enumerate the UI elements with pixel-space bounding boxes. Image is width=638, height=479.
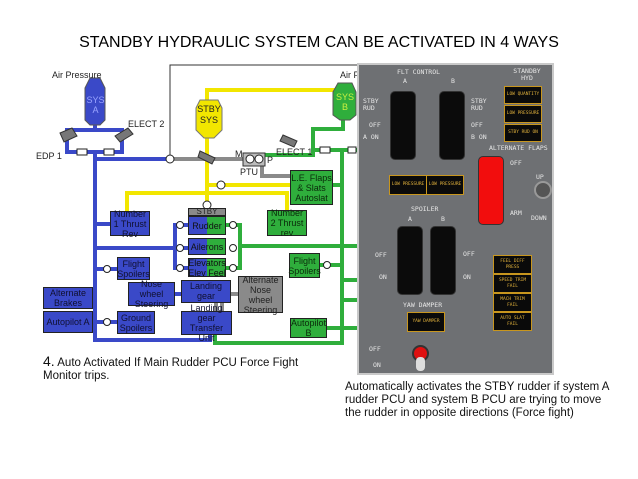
ptu-label: PTU (240, 167, 258, 177)
speed-trim-fail-light: SPEED TRIM FAIL (493, 274, 532, 293)
up-label: UP (536, 173, 544, 181)
stby-sys-tank (195, 99, 223, 139)
b-on-label: B ON (471, 133, 487, 141)
alt-nose-wheel-box: Alternate Nose wheel Steering (238, 275, 283, 315)
alt-flaps-off-label: OFF (510, 159, 522, 167)
thrust-rev-2-box: Number 2 Thrust rev (267, 208, 307, 238)
rudder-box: Rudder (188, 216, 226, 235)
sys-a-label: SYS A (86, 95, 105, 115)
flight-spoilers-a-box: Flight Spoilers (117, 257, 150, 280)
stby-label-box: STBY (188, 207, 226, 216)
autopilot-a-box: Autopilot A (43, 311, 93, 333)
autopilot-b-box: Autopilot B (290, 318, 327, 338)
elevators-box: Elevators Elev Feel (188, 257, 226, 278)
stby-rud-a-label: STBY RUD (363, 97, 379, 112)
flt-b-low-pressure-light: LOW PRESSURE (426, 175, 464, 195)
alternate-flaps-toggle[interactable] (534, 181, 552, 199)
ptu-p-label: P (267, 155, 274, 165)
auto-slat-fail-light: AUTO SLAT FAIL (493, 312, 532, 331)
spoiler-b-label: B (441, 215, 445, 223)
yaw-damper-label: YAW DAMPER (403, 301, 443, 309)
stby-rud-on-light: STBY RUD ON (504, 124, 542, 142)
stby-sys-label: STBY SYS (197, 104, 221, 125)
overhead-panel: FLT CONTROL A B STBY RUD OFF A ON STBY R… (357, 63, 554, 375)
air-pressure-label: Air Pressure (52, 70, 102, 80)
off-b-label: OFF (471, 121, 483, 129)
transfer-unit-box: Landing gear Transfer Unit (181, 303, 232, 343)
elect2-label: ELECT 2 (128, 119, 165, 129)
stby-low-pressure-light: LOW PRESSURE (504, 105, 542, 123)
system-a-lines (65, 122, 212, 342)
ptu-unit (242, 152, 266, 167)
note-text: Auto Activated If Main Rudder PCU Force … (43, 357, 299, 382)
feel-diff-press-light: FEEL DIFF PRESS (493, 255, 532, 274)
flt-a-low-pressure-light: LOW PRESSURE (389, 175, 427, 195)
ground-spoilers-box: Ground Spoilers (117, 311, 155, 334)
yaw-damper-light: YAW DAMPER (407, 312, 445, 332)
landing-gear-box: Landing gear (181, 280, 231, 303)
spoiler-off-b-label: OFF (463, 250, 475, 258)
sys-b-tank (332, 82, 357, 121)
spoiler-b-switch[interactable] (430, 226, 456, 295)
edp1-label: EDP 1 (36, 151, 62, 161)
outline-line (169, 64, 357, 160)
standby-hyd-label: STANDBY HYD (513, 67, 541, 82)
low-quantity-light: LOW QUANTITY (504, 86, 542, 104)
sys-a-tank (84, 77, 106, 126)
nose-wheel-steering-box: Nose wheel Steering (128, 279, 175, 309)
spoiler-label: SPOILER (411, 205, 439, 213)
alternate-flaps-label: ALTERNATE FLAPS (489, 144, 548, 152)
flt-control-label: FLT CONTROL (397, 68, 441, 76)
off-a-label: OFF (369, 121, 381, 129)
alternate-brakes-box: Alternate Brakes (43, 287, 93, 309)
stby-rud-b-label: STBY RUD (471, 97, 487, 112)
yaw-damper-toggle-lever-icon (416, 357, 425, 371)
mach-trim-fail-light: MACH TRIM FAIL (493, 293, 532, 312)
spoiler-off-a-label: OFF (375, 251, 387, 259)
arm-label: ARM (510, 209, 522, 217)
flt-a-label: A (403, 77, 407, 85)
standby-lines (125, 88, 335, 211)
left-note: 4. Auto Activated If Main Rudder PCU For… (43, 353, 333, 383)
elect1-label: ELECT 1 (276, 147, 313, 157)
flight-spoilers-b-box: Flight Spoilers (288, 253, 321, 278)
note-number: 4. (43, 353, 55, 369)
alternate-flaps-arm-switch[interactable] (478, 156, 504, 225)
ptu-m-label: M (235, 149, 243, 159)
yaw-on-label: ON (373, 361, 381, 369)
spoiler-on-b-label: ON (463, 273, 471, 281)
yaw-off-label: OFF (369, 345, 381, 353)
down-label: DOWN (531, 214, 547, 222)
le-flaps-box: L.E. Flaps & Slats Autoslat (290, 170, 333, 205)
slide-title: STANDBY HYDRAULIC SYSTEM CAN BE ACTIVATE… (79, 34, 559, 51)
air-pressure-b-label: Air P (340, 70, 360, 80)
spoiler-a-switch[interactable] (397, 226, 423, 295)
spoiler-on-a-label: ON (379, 273, 387, 281)
thrust-rev-1-box: Number 1 Thrust Rev (110, 209, 150, 239)
right-note: Automatically activates the STBY rudder … (345, 381, 609, 419)
flt-control-b-switch[interactable] (439, 91, 465, 160)
check-valves (76, 146, 357, 326)
motor-pump-icons (59, 127, 298, 165)
flt-b-label: B (451, 77, 455, 85)
a-on-label: A ON (363, 133, 379, 141)
ailerons-box: Ailerons (188, 238, 226, 255)
flt-control-a-switch[interactable] (390, 91, 416, 160)
sys-b-label: SYS B (335, 92, 354, 112)
spoiler-a-label: A (408, 215, 412, 223)
